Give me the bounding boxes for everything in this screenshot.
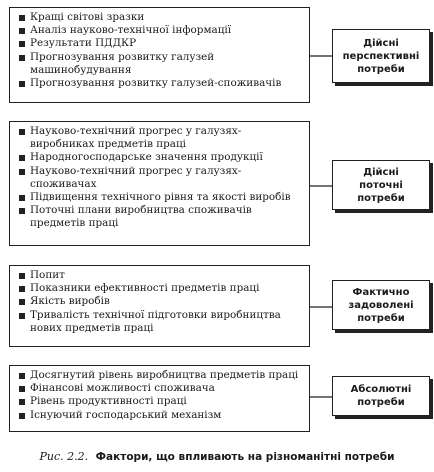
- factor-item: Прогнозування розвитку галузей машинобуд…: [18, 51, 303, 77]
- factor-item: Народногосподарське значення продукції: [18, 151, 303, 164]
- factor-list: Науково-технічний прогрес у галузях-виро…: [18, 125, 303, 231]
- need-label-line: поточні: [359, 179, 403, 191]
- factor-list: Кращі світові зразки Аналіз науково-техн…: [18, 11, 303, 90]
- factor-item: Результати ПДДКР: [18, 37, 303, 50]
- figure-caption: Рис. 2.2. Фактори, що впливають на різно…: [0, 450, 434, 464]
- need-label-line: Фактично: [352, 286, 410, 298]
- need-box-perspective: Дійсні перспективні потреби: [332, 29, 430, 83]
- need-label-line: потреби: [357, 312, 405, 324]
- factor-item: Поточні плани виробництва споживачів пре…: [18, 204, 303, 230]
- need-label-line: перспективні: [342, 50, 420, 62]
- need-label-line: потреби: [357, 192, 405, 204]
- need-box-absolute: Абсолютні потреби: [332, 376, 430, 416]
- need-label-line: потреби: [357, 397, 405, 408]
- factor-item: Рівень продуктивності праці: [18, 395, 303, 408]
- factor-item: Науково-технічний прогрес у галузях-спож…: [18, 165, 303, 191]
- factor-list: Попит Показники ефективності предметів п…: [18, 269, 303, 335]
- need-label-line: Абсолютні: [350, 384, 412, 395]
- need-label-line: потреби: [357, 63, 405, 75]
- factor-item: Аналіз науково-технічної інформації: [18, 24, 303, 37]
- factor-item: Кращі світові зразки: [18, 11, 303, 24]
- need-box-current: Дійсні поточні потреби: [332, 160, 430, 210]
- factor-list: Досягнутий рівень виробництва предметів …: [18, 369, 303, 422]
- factor-item: Показники ефективності предметів праці: [18, 282, 303, 295]
- factor-item: Підвищення технічного рівня та якості ви…: [18, 191, 303, 204]
- factor-item: Тривалість технічної підготовки виробниц…: [18, 309, 303, 335]
- factor-box-perspective: Кращі світові зразки Аналіз науково-техн…: [9, 7, 310, 103]
- factor-box-absolute: Досягнутий рівень виробництва предметів …: [9, 365, 310, 432]
- need-label-line: Дійсні: [363, 37, 399, 49]
- factor-item: Існуючий господарський механізм: [18, 409, 303, 422]
- factor-item: Фінансові можливості споживача: [18, 382, 303, 395]
- factor-item: Науково-технічний прогрес у галузях-виро…: [18, 125, 303, 151]
- caption-label: Рис. 2.2.: [39, 450, 89, 463]
- factor-box-current: Науково-технічний прогрес у галузях-виро…: [9, 121, 310, 246]
- caption-title: Фактори, що впливають на різноманітні по…: [95, 451, 395, 463]
- need-box-satisfied: Фактично задоволені потреби: [332, 280, 430, 330]
- need-label-line: Дійсні: [363, 166, 399, 178]
- factor-box-satisfied: Попит Показники ефективності предметів п…: [9, 265, 310, 347]
- factor-item: Прогнозування розвитку галузей-споживачі…: [18, 77, 303, 90]
- factor-item: Досягнутий рівень виробництва предметів …: [18, 369, 303, 382]
- need-label-line: задоволені: [348, 299, 414, 311]
- factor-item: Попит: [18, 269, 303, 282]
- factor-item: Якість виробів: [18, 295, 303, 308]
